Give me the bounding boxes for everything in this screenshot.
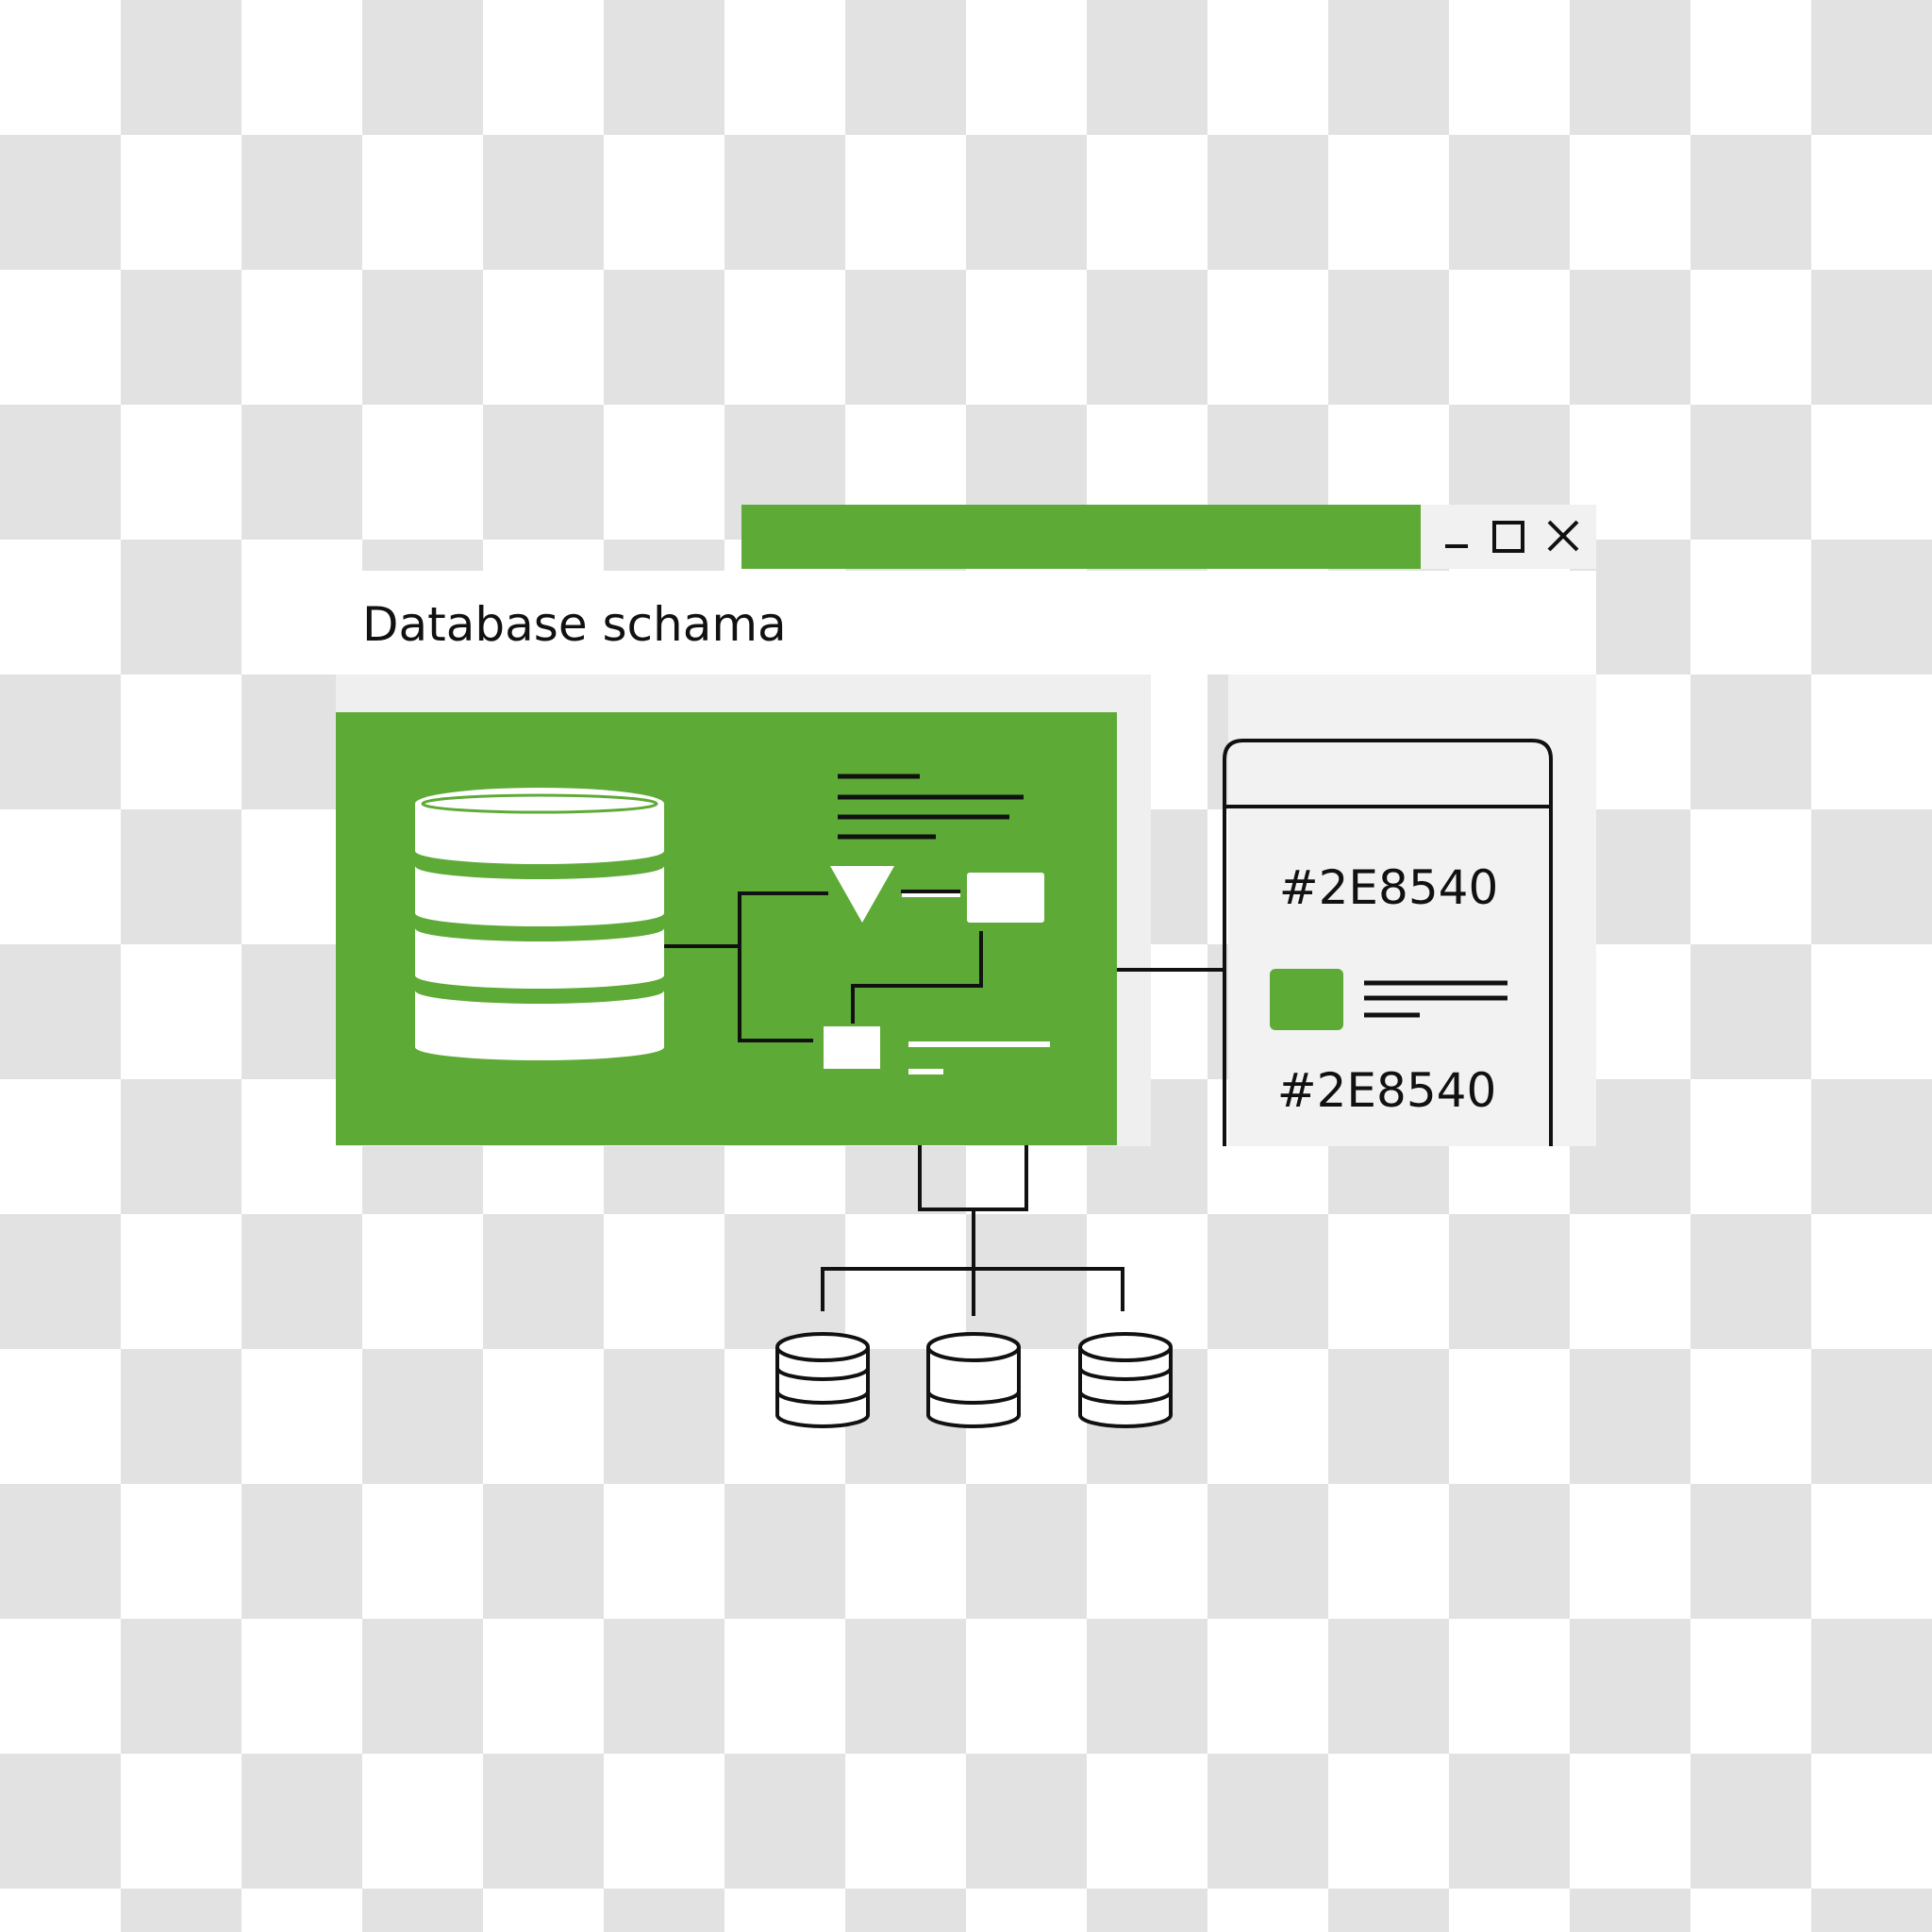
database-stack-icon [415,788,664,1060]
database-icon [926,1332,1021,1428]
close-button[interactable] [1536,505,1589,569]
title-bar[interactable] [741,505,1421,569]
entity-box[interactable] [967,873,1044,923]
side-panel [1228,675,1596,1146]
window-controls [1421,505,1596,569]
schema-card[interactable] [336,712,1117,1145]
close-icon [1547,520,1579,552]
detail-panel-frame [1223,739,1553,1146]
color-swatch[interactable] [1270,969,1343,1030]
hex-code-label: #2E8540 [1276,1063,1497,1118]
page-title: Database schama [362,597,787,652]
tree-connector [821,1145,1124,1316]
text-lines [838,774,1024,840]
hex-code-label: #2E8540 [1278,860,1499,915]
minimize-icon [1445,544,1468,548]
database-icon [1078,1332,1173,1428]
filter-triangle-icon [830,866,894,923]
database-icon [775,1332,870,1428]
entity-box[interactable] [824,1026,880,1069]
maximize-button[interactable] [1483,505,1536,569]
swatch-text-lines [1364,980,1507,1018]
connector-lines [664,890,983,1042]
minimize-button[interactable] [1430,505,1483,569]
maximize-icon [1492,521,1524,553]
page-header: Database schama [336,571,1596,675]
